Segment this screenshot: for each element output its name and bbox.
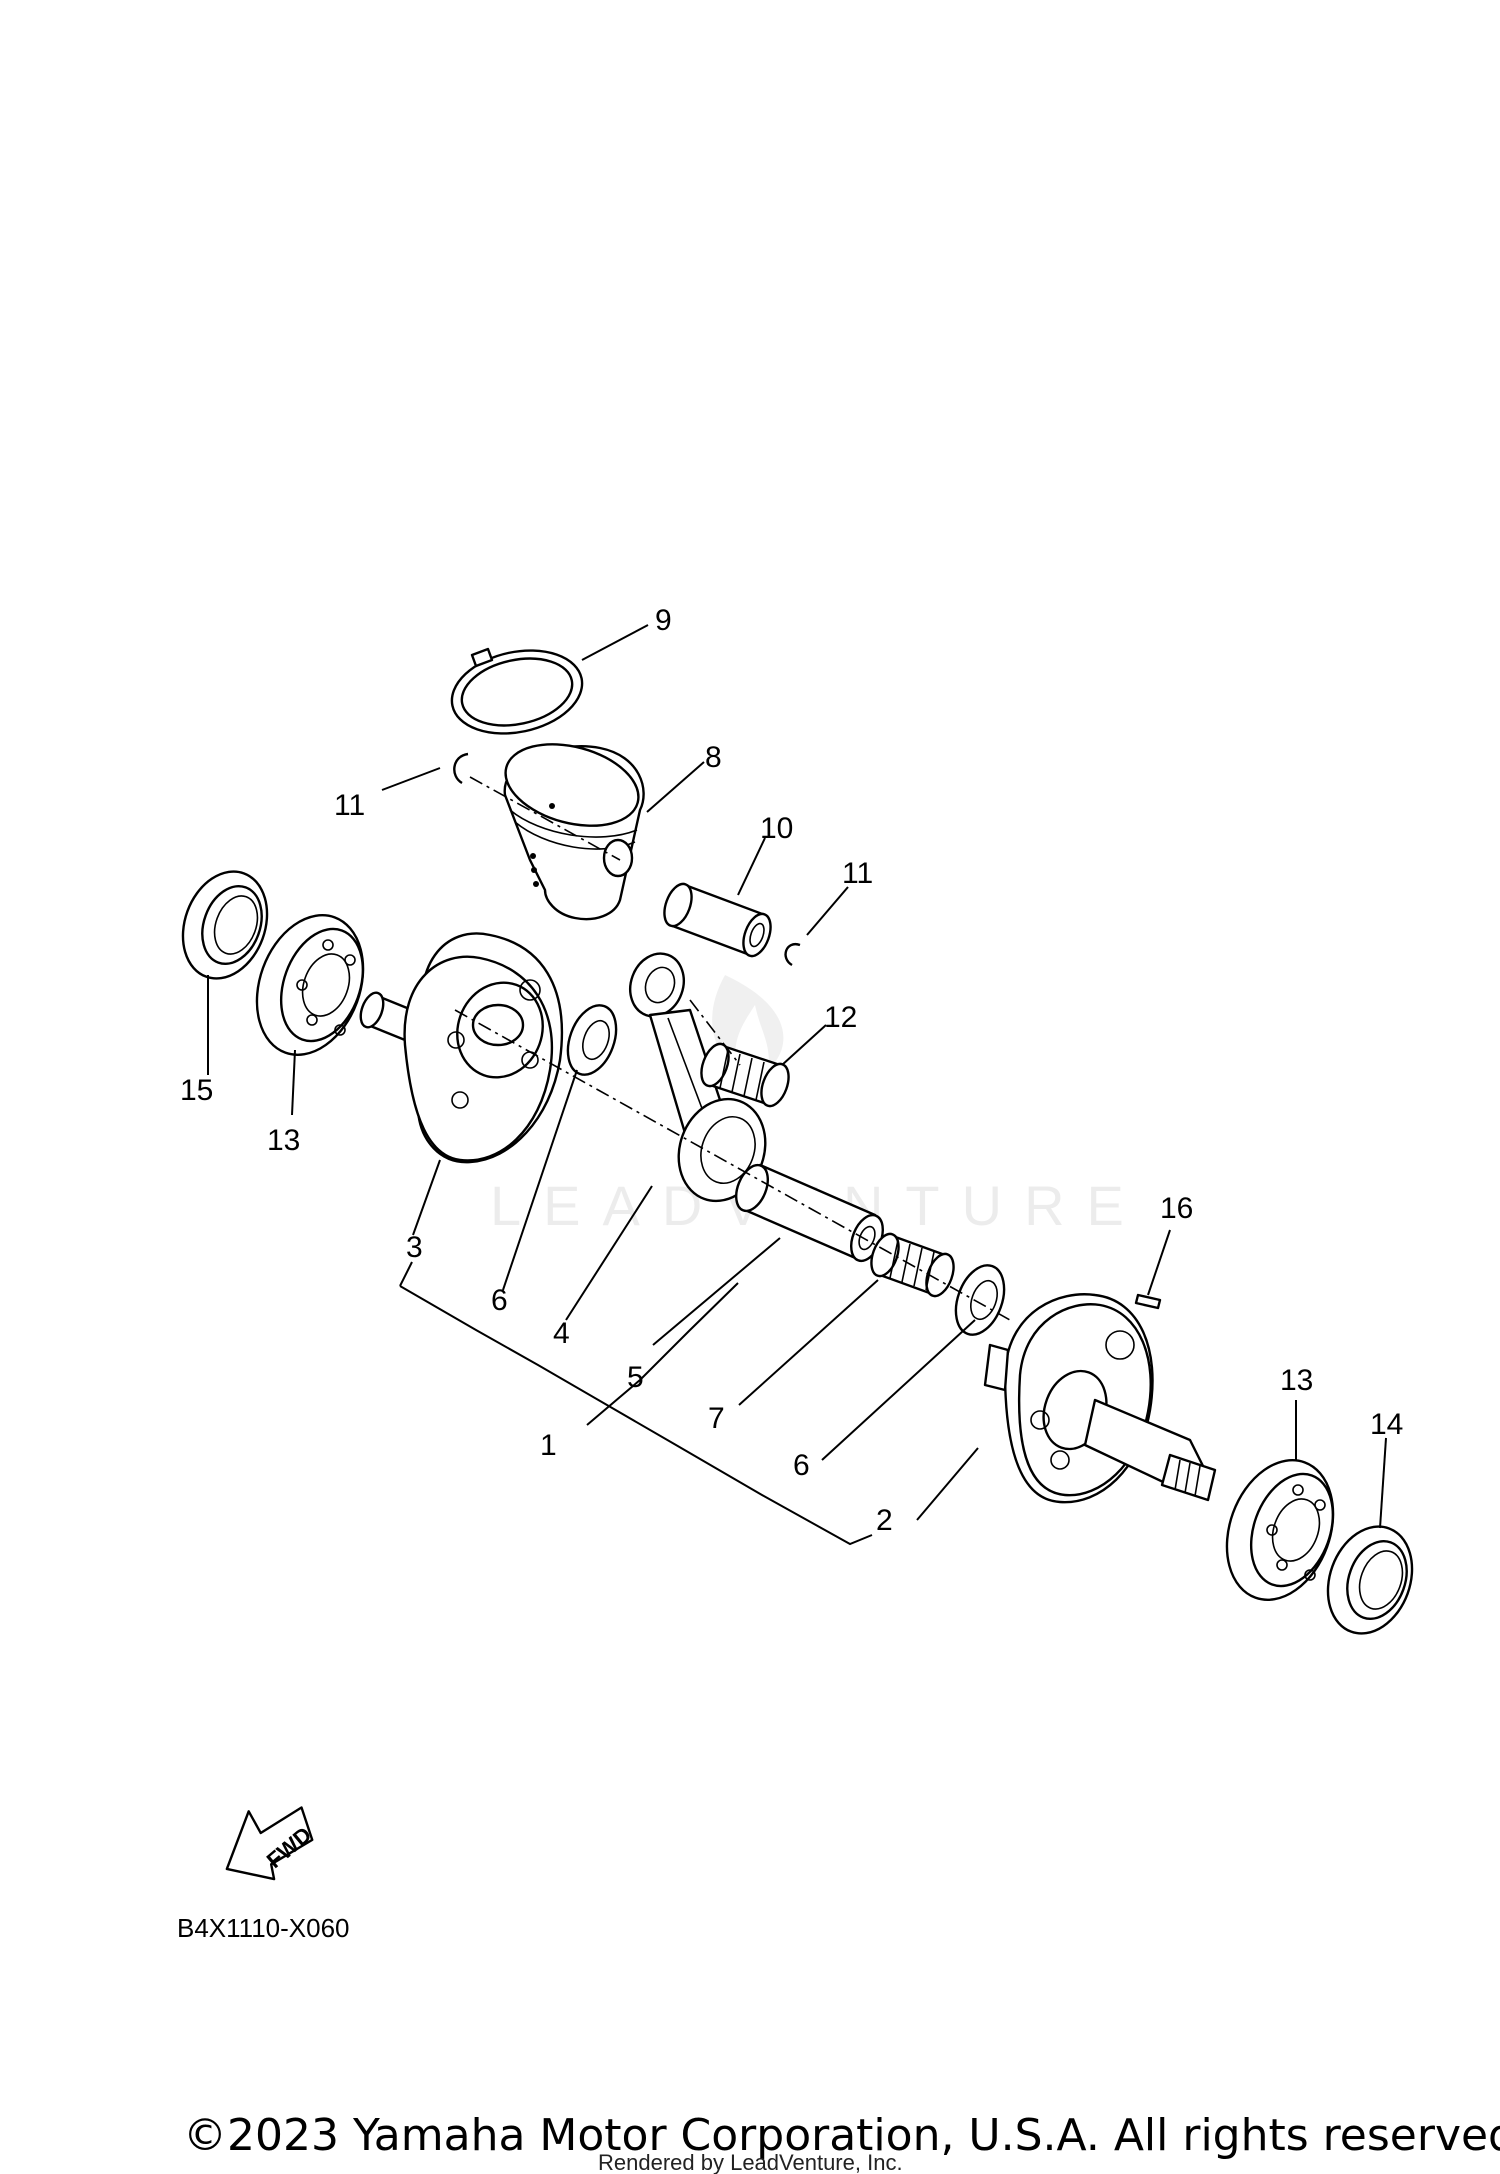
- leader-lines: [207, 624, 1387, 1546]
- piston-ring: [450, 647, 584, 735]
- small-end-bearing: [700, 1042, 790, 1108]
- callout-13-right: 13: [1280, 1364, 1313, 1397]
- callout-6-right: 6: [793, 1449, 810, 1482]
- callout-15: 15: [180, 1074, 213, 1107]
- bearing-right: [1225, 1459, 1335, 1601]
- callout-9: 9: [655, 604, 672, 637]
- callout-5: 5: [627, 1361, 644, 1394]
- diagram-part-code: B4X1110-X060: [177, 1913, 350, 1943]
- callout-labels: 9 8 11 10 11 12 15 13 3 6 4 5 1 7 6 2 16…: [180, 604, 1403, 1537]
- piston-pin: [663, 882, 772, 958]
- callout-11-left: 11: [334, 789, 365, 822]
- callout-12: 12: [824, 1001, 857, 1034]
- callout-8: 8: [705, 741, 722, 774]
- oil-seal-right: [1326, 1525, 1414, 1635]
- washer-right: [954, 1264, 1006, 1336]
- crankshaft-left: [359, 932, 564, 1164]
- piston: [503, 743, 645, 921]
- oil-seal-left: [181, 870, 269, 980]
- fwd-arrow-icon: FWD: [225, 1806, 316, 1881]
- callout-1: 1: [540, 1429, 557, 1462]
- callout-11-right: 11: [842, 857, 873, 890]
- callout-4: 4: [553, 1317, 570, 1350]
- callout-2: 2: [876, 1504, 893, 1537]
- copyright-notice: ©2023 Yamaha Motor Corporation, U.S.A. A…: [183, 2110, 1500, 2161]
- woodruff-key: [1134, 1293, 1162, 1310]
- callout-14: 14: [1370, 1408, 1403, 1441]
- callout-6-left: 6: [491, 1284, 508, 1317]
- callout-16: 16: [1160, 1192, 1193, 1225]
- circlip-right: [784, 942, 801, 967]
- washer-left: [566, 1004, 618, 1076]
- callout-13-left: 13: [267, 1124, 300, 1157]
- callout-3: 3: [406, 1231, 423, 1264]
- callout-10: 10: [760, 812, 793, 845]
- bearing-left: [255, 914, 365, 1056]
- assembly-axis-lines: [454, 776, 1011, 1321]
- rendered-by-notice: Rendered by LeadVenture, Inc.: [598, 2150, 903, 2174]
- crankshaft-right: [983, 1293, 1217, 1504]
- circlip-left: [453, 752, 469, 785]
- callout-7: 7: [708, 1402, 725, 1435]
